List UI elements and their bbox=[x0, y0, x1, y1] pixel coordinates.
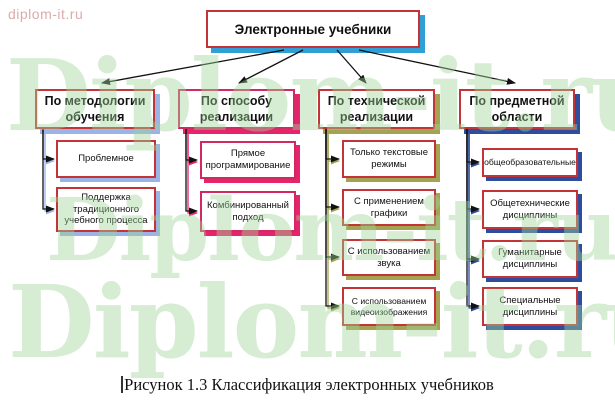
text-cursor bbox=[121, 376, 124, 393]
branch4-connectors bbox=[466, 129, 480, 312]
leaf-box: Только текстовые режимы bbox=[342, 140, 436, 178]
leaf-box: С использованием звука bbox=[342, 239, 436, 276]
root-fan-arrows bbox=[101, 49, 516, 86]
branch-subject-box: По предметной области bbox=[459, 89, 575, 129]
branch-implementation-box: По способу реализации bbox=[178, 89, 295, 129]
branch-technical-box: По технической реализации bbox=[318, 89, 435, 129]
leaf-box: Гуманитарные дисциплины bbox=[482, 240, 578, 278]
leaf-box: Поддержка традиционного учебного процесс… bbox=[56, 187, 156, 232]
figure-caption-text: Рисунок 1.3 Классификация электронных уч… bbox=[124, 375, 494, 394]
leaf-box: общеобразовательные bbox=[482, 148, 578, 177]
leaf-box: Прямое программирование bbox=[200, 141, 296, 179]
leaf-box: Специальные дисциплины bbox=[482, 287, 578, 326]
leaf-box: Проблемное bbox=[56, 140, 156, 178]
branch-methodology-box: По методологии обучения bbox=[35, 89, 155, 129]
leaf-box: Комбинированный подход bbox=[200, 191, 296, 232]
leaf-box: С использованием видеоизображения bbox=[342, 287, 436, 326]
branch1-connectors bbox=[42, 129, 55, 215]
figure-caption: Рисунок 1.3 Классификация электронных уч… bbox=[0, 375, 615, 395]
branch3-connectors bbox=[325, 129, 340, 312]
corner-watermark-text: diplom-it.ru bbox=[8, 6, 84, 22]
leaf-box: С применением графики bbox=[342, 189, 436, 226]
root-node-box: Электронные учебники bbox=[206, 10, 420, 48]
branch2-connectors bbox=[185, 129, 198, 217]
leaf-box: Общетехнические дисциплины bbox=[482, 190, 578, 229]
